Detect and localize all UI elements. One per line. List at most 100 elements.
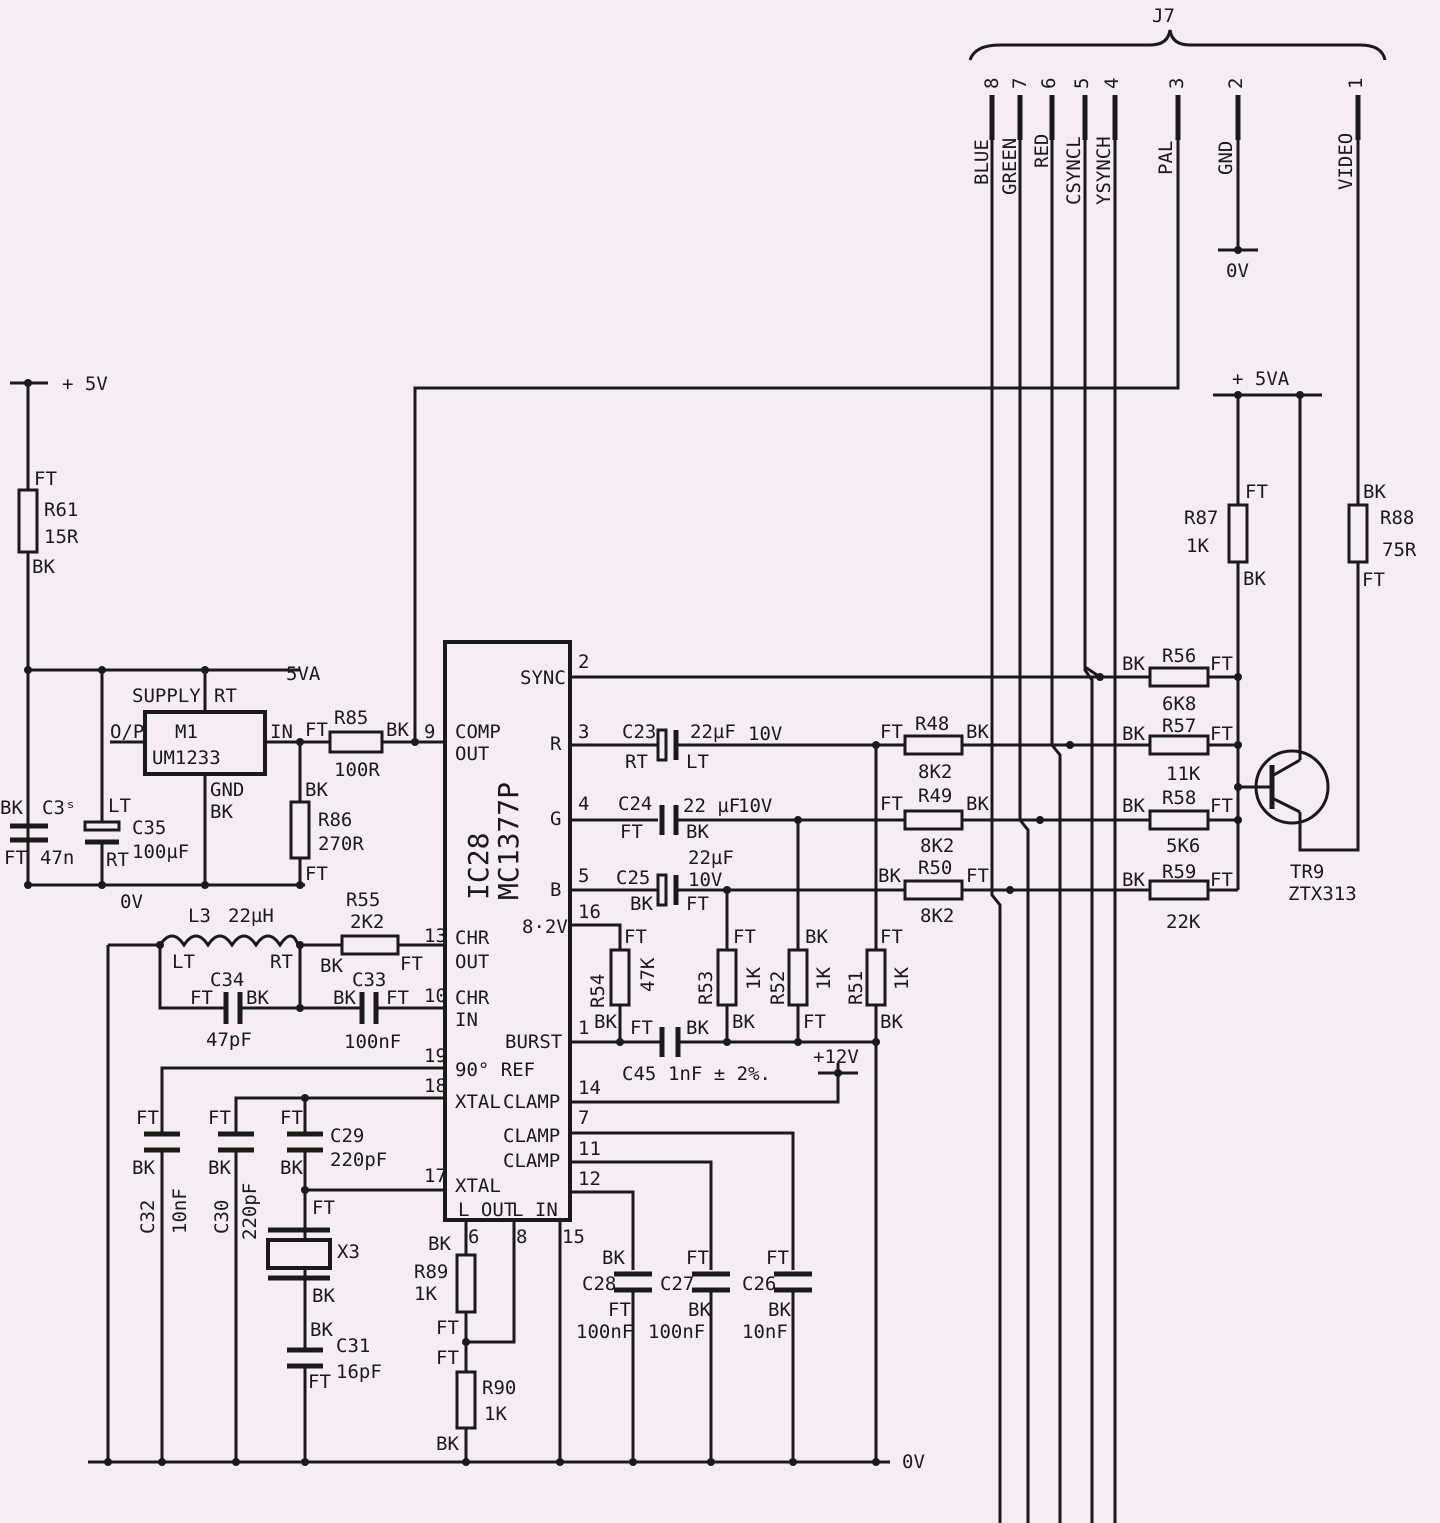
reg-op-label: O/P xyxy=(110,721,144,743)
c23-left-pad: RT xyxy=(625,751,648,773)
pin-chr-in-label: CHR xyxy=(455,987,490,1009)
r52-ref: R52 xyxy=(767,971,789,1005)
c35-value: 100µF xyxy=(132,841,189,863)
junctions xyxy=(616,391,1304,1077)
r50-value: 8K2 xyxy=(920,905,954,927)
r56-value: 6K8 xyxy=(1162,693,1196,715)
c28-top-pad: BK xyxy=(602,1247,625,1269)
pin-name-red: RED xyxy=(1031,134,1053,168)
pin-14: 14 xyxy=(578,1077,601,1099)
c32-value: 10nF xyxy=(169,1188,191,1234)
l3-left-pad: LT xyxy=(172,951,195,973)
c29-value: 220pF xyxy=(330,1149,387,1171)
reg-ref: M1 xyxy=(175,721,198,743)
r48-left-pad: FT xyxy=(880,721,903,743)
bias-resistors: FT R54 47K BK FT R53 1K BK BK R52 1K FT … xyxy=(587,926,913,1033)
pin-clamp1-label: CLAMP xyxy=(503,1091,560,1113)
r88-value: 75R xyxy=(1382,539,1417,561)
c24-right-pad: BK xyxy=(686,821,709,843)
r55-left-pad: BK xyxy=(320,955,343,977)
r49-right-pad: BK xyxy=(966,793,989,815)
r59-left-pad: BK xyxy=(1122,869,1145,891)
pin-15: 15 xyxy=(562,1226,585,1248)
x3-bottom-pad: BK xyxy=(312,1285,335,1307)
r56-left-pad: BK xyxy=(1122,653,1145,675)
r58-ref: R58 xyxy=(1162,787,1196,809)
c33-right-pad: FT xyxy=(386,987,409,1009)
r86-bottom-pad: FT xyxy=(305,863,328,885)
zero-v-label: 0V xyxy=(120,891,143,913)
r90-top-pad: FT xyxy=(436,1347,459,1369)
c26-ref: C26 xyxy=(742,1273,776,1295)
r85-value: 100R xyxy=(334,759,380,781)
c35-bottom-pad: RT xyxy=(106,849,129,871)
r87-value: 1K xyxy=(1186,535,1209,557)
r51-value: 1K xyxy=(891,967,913,990)
chroma-labels: L3 22µH LT RT R55 2K2 BK FT C34 FT BK 47… xyxy=(172,889,423,1053)
connector-j7: J7 8 7 6 5 4 3 2 1 BLUE GREEN RED CSYNCL… xyxy=(968,5,1387,205)
pin-name-csyncl: CSYNCL xyxy=(1063,136,1085,205)
c23-ref: C23 xyxy=(622,721,656,743)
rail-5va-right: + 5VA xyxy=(1232,368,1290,390)
rgb-wiring xyxy=(570,393,1322,1462)
pin-lin-label: L IN xyxy=(512,1199,558,1221)
r61-top-pad: FT xyxy=(34,468,57,490)
c33-ref: C33 xyxy=(352,969,386,991)
c23-right-pad: LT xyxy=(686,751,709,773)
pin-82v-label: 8·2V xyxy=(522,916,568,938)
r57-value: 11K xyxy=(1166,763,1201,785)
r55-value: 2K2 xyxy=(350,911,384,933)
ic28: IC28 MC1377P 2 SYNC 3 R 4 G 5 B 16 8·2V … xyxy=(424,640,601,1248)
connector-wires xyxy=(413,140,1360,1523)
r90-ref: R90 xyxy=(482,1377,516,1399)
pin-3: 3 xyxy=(578,721,589,743)
pin-16: 16 xyxy=(578,901,601,923)
r87-bottom-pad: BK xyxy=(1243,568,1266,590)
r61-bottom-pad: BK xyxy=(32,556,55,578)
c24-value: 22 µF xyxy=(683,795,740,817)
c26-bottom-pad: BK xyxy=(768,1299,791,1321)
rail-5v: + 5V xyxy=(62,373,108,395)
pin-2: 2 xyxy=(578,651,589,673)
pin-chr-out-label-2: OUT xyxy=(455,951,489,973)
zero-v-bottom: 0V xyxy=(902,1451,925,1473)
c28-value: 100nF xyxy=(576,1321,633,1343)
c35s-ref: C3ˢ xyxy=(42,797,76,819)
r53-ref: R53 xyxy=(695,971,717,1005)
pin-name-ysynch: YSYNCH xyxy=(1093,136,1115,205)
r52-value: 1K xyxy=(813,967,835,990)
pin-7: 7 xyxy=(578,1107,589,1129)
c35s-bottom-pad: FT xyxy=(4,847,27,869)
reg-in-label: IN xyxy=(270,721,293,743)
clamp-caps: BK C28 FT 100nF FT C27 BK 100nF FT C26 B… xyxy=(576,1247,812,1343)
pin-g-label: G xyxy=(550,808,561,830)
r59-value: 22K xyxy=(1166,911,1201,933)
reg-gnd-label: GND xyxy=(210,779,244,801)
c35s-top-pad: BK xyxy=(0,797,23,819)
pin-5: 5 xyxy=(578,865,589,887)
r51-bottom-pad: BK xyxy=(880,1011,903,1033)
video-output-stage: FT R87 1K BK BK R88 75R FT TR9 ZTX313 xyxy=(1184,481,1417,905)
r89-bottom-pad: FT xyxy=(436,1317,459,1339)
tr9-part: ZTX313 xyxy=(1288,883,1357,905)
c31-ref: C31 xyxy=(336,1335,370,1357)
r54-top-pad: FT xyxy=(624,926,647,948)
pin-17: 17 xyxy=(424,1165,447,1187)
pin-out-label: OUT xyxy=(455,743,489,765)
crystal-network: FT BK C32 10nF FT BK C30 220pF FT BK C29… xyxy=(132,1107,387,1393)
c27-value: 100nF xyxy=(648,1321,705,1343)
c31-value: 16pF xyxy=(336,1361,382,1383)
r51-top-pad: FT xyxy=(880,926,903,948)
output-resistors: FT R48 BK 8K2 FT R49 BK 8K2 BK R50 FT 8K… xyxy=(878,645,1233,933)
c45-right-pad: BK xyxy=(686,1017,709,1039)
c30-ref: C30 xyxy=(211,1200,233,1234)
r49-left-pad: FT xyxy=(880,793,903,815)
r87-ref: R87 xyxy=(1184,507,1218,529)
l3-right-pad: RT xyxy=(270,951,293,973)
connector-ref: J7 xyxy=(1152,5,1175,27)
pin-number: 6 xyxy=(1038,78,1060,89)
r61-value: 15R xyxy=(44,526,79,548)
c25-ref: C25 xyxy=(616,867,650,889)
c32-ref: C32 xyxy=(137,1200,159,1234)
